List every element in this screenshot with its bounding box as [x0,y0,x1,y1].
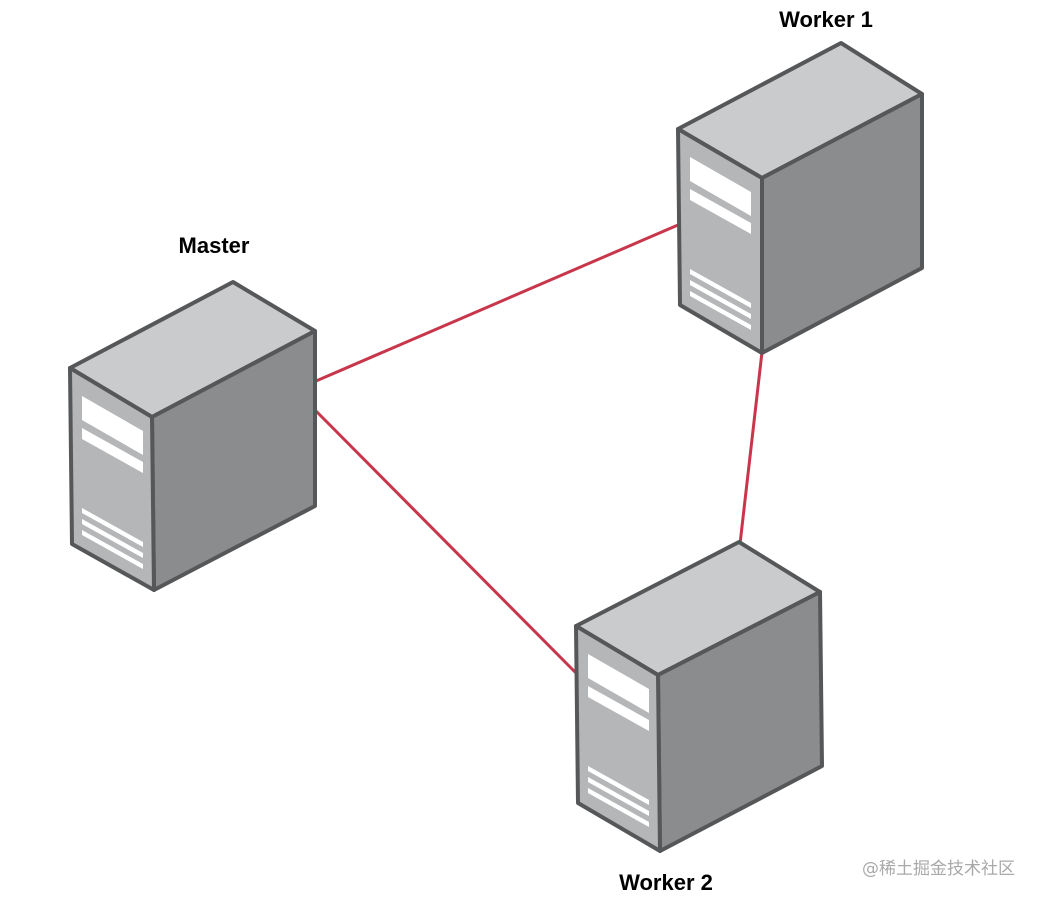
edge-master-worker2 [314,409,578,675]
server-icon [68,280,317,592]
node-label-worker2: Worker 2 [619,870,713,895]
server-icon [676,41,924,355]
server-icon [574,540,824,853]
watermark: @稀土掘金技术社区 [862,859,1015,879]
connections [314,223,764,675]
node-label-master: Master [178,233,250,258]
edge-worker1-worker2 [738,351,764,545]
edge-master-worker1 [315,223,679,383]
node-label-worker1: Worker 1 [779,7,873,32]
